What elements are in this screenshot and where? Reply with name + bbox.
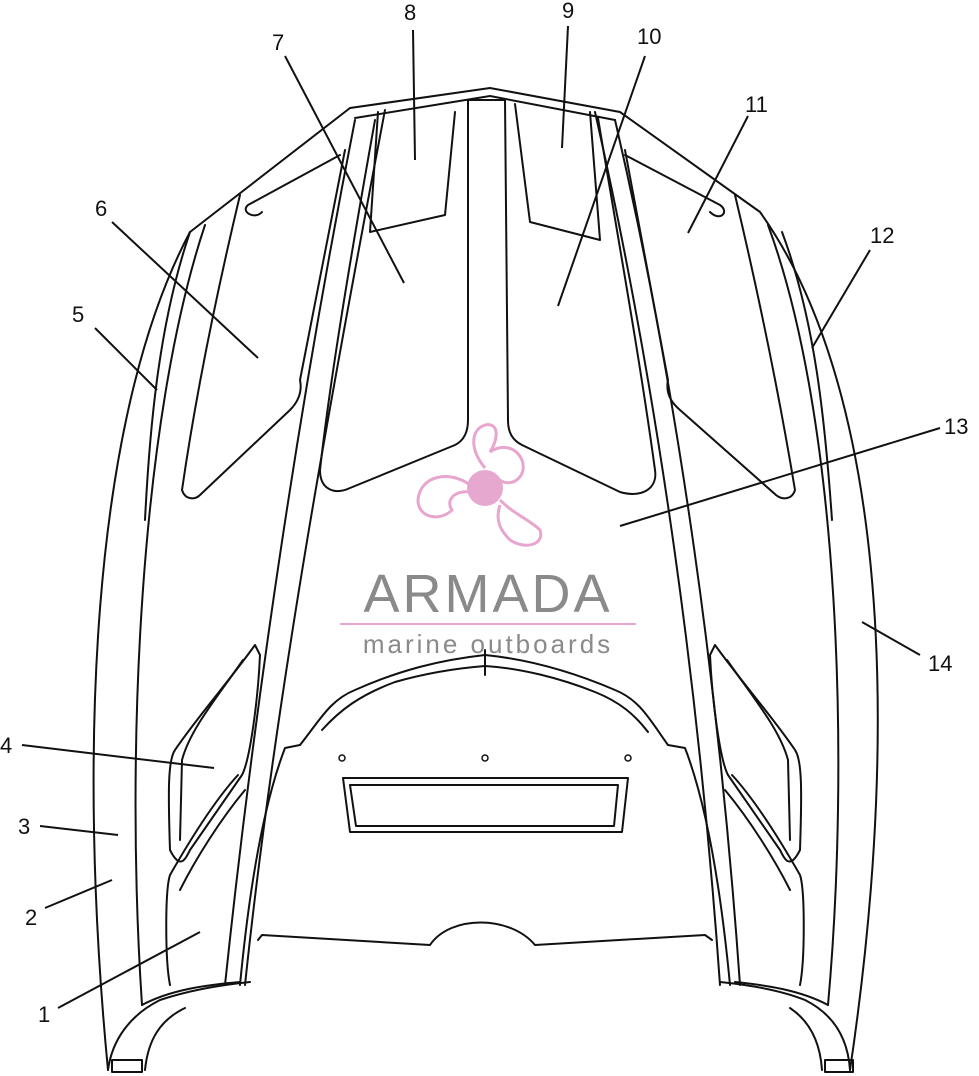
leader-11 xyxy=(687,115,749,234)
leader-1 xyxy=(57,931,201,1009)
propeller-logo-icon xyxy=(416,423,543,547)
leader-12 xyxy=(811,249,871,349)
leader-3 xyxy=(39,825,119,836)
callout-11: 11 xyxy=(745,92,768,117)
brand-tagline: marine outboards xyxy=(363,629,613,659)
hood-outline xyxy=(92,87,879,1073)
callout-9: 9 xyxy=(562,0,574,23)
brand-name: ARMADA xyxy=(363,564,612,624)
callout-2: 2 xyxy=(25,905,37,930)
callout-8: 8 xyxy=(404,0,416,25)
center-ridge xyxy=(224,109,741,986)
leader-6 xyxy=(111,221,259,359)
leader-4 xyxy=(21,744,215,769)
leader-5 xyxy=(94,327,158,391)
callout-12: 12 xyxy=(870,223,894,248)
leader-13 xyxy=(619,427,941,527)
callout-labels: 1 2 3 4 5 6 7 8 9 10 11 12 13 14 xyxy=(0,0,968,1027)
top-vents xyxy=(369,103,601,241)
leader-8 xyxy=(412,29,416,161)
callout-6: 6 xyxy=(95,196,107,221)
callout-7: 7 xyxy=(272,30,284,55)
callout-10: 10 xyxy=(637,24,661,49)
watermark: ARMADA marine outboards xyxy=(340,423,636,659)
callout-13: 13 xyxy=(944,414,968,439)
callout-3: 3 xyxy=(18,814,30,839)
callout-4: 4 xyxy=(0,733,12,758)
center-panels xyxy=(319,99,657,495)
side-scoops xyxy=(144,149,833,521)
leader-2 xyxy=(44,879,113,909)
lower-vents-right xyxy=(709,644,805,986)
leader-9 xyxy=(561,25,569,149)
callout-14: 14 xyxy=(928,651,952,676)
callout-1: 1 xyxy=(38,1002,50,1027)
center-opening xyxy=(239,649,731,986)
leader-14 xyxy=(861,621,921,656)
leader-10 xyxy=(557,55,646,307)
leader-7 xyxy=(284,55,405,284)
leader-lines xyxy=(21,25,941,1009)
callout-5: 5 xyxy=(72,302,84,327)
